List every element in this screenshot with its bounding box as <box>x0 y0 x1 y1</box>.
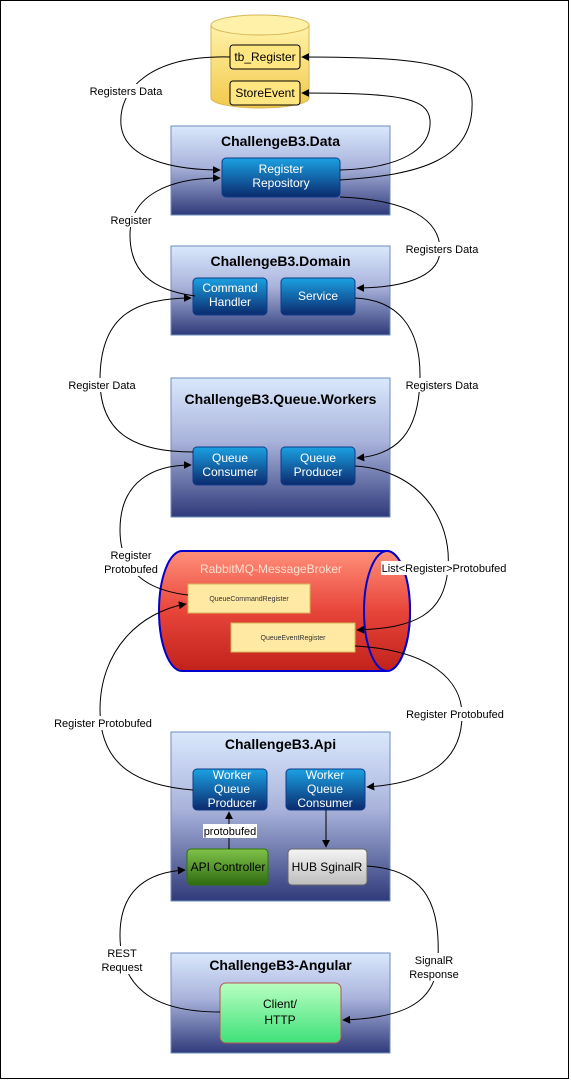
text-line: Command <box>202 281 257 295</box>
text-line: Queue <box>307 782 343 796</box>
client-http-label: Client/HTTP <box>263 997 298 1027</box>
text-line: Client/ <box>263 997 298 1011</box>
text-line: Queue <box>300 451 336 465</box>
label-register-protobufed-api-left: Register Protobufed <box>54 718 152 730</box>
text-line: SignalR <box>415 955 454 967</box>
edge-worker-producer-to-broker <box>99 601 194 791</box>
text-line: Producer <box>208 796 257 810</box>
label-register: Register <box>111 215 152 227</box>
edge-client-to-controller <box>119 866 221 1013</box>
command-handler-box <box>192 277 268 316</box>
label-registers-data-producer: Registers Data <box>406 380 480 392</box>
text-line: HTTP <box>264 1013 295 1027</box>
api-controller-box <box>186 848 269 886</box>
label-list-register-protobufed: List<Register>Protobufed <box>382 563 507 575</box>
layer-data <box>170 125 391 216</box>
table-store-event-label: StoreEvent <box>235 86 295 100</box>
label-registers-data-service: Registers Data <box>406 244 480 256</box>
queue-consumer-box <box>192 446 268 486</box>
text-line: Register <box>111 550 152 562</box>
edge-broker-to-queue-consumer <box>119 461 192 596</box>
register-repository-box <box>221 157 341 198</box>
edge-tb-register-to-repository <box>120 56 231 174</box>
layer-data-title: ChallengeB3.Data <box>221 133 340 149</box>
table-store-event <box>229 80 301 106</box>
label-signalr-response: SignalR Response <box>409 955 459 981</box>
hub-signalr-box <box>287 848 368 886</box>
label-registers-data-db: Registers Data <box>90 86 164 98</box>
text-line: Queue <box>214 782 250 796</box>
client-http-box <box>219 982 342 1044</box>
layer-domain-title: ChallengeB3.Domain <box>210 253 350 269</box>
text-line: Register <box>259 162 304 176</box>
service-label: Service <box>298 289 338 303</box>
api-controller-label: API Controller <box>191 860 266 874</box>
queue-command-register-label: QueueCommandRegister <box>209 596 289 603</box>
text-line: Consumer <box>297 796 352 810</box>
layer-workers-title: ChallengeB3.Queue.Workers <box>185 391 377 407</box>
layer-api-title: ChallengeB3.Api <box>225 736 336 752</box>
queue-command-register-box <box>187 583 311 614</box>
edge-repository-to-storeevent <box>301 89 431 171</box>
text-line: Protobufed <box>104 564 158 576</box>
text-line: Handler <box>209 295 251 309</box>
text-line: Request <box>102 962 143 974</box>
text-line: Repository <box>252 176 309 190</box>
text-line: Worker <box>306 768 344 782</box>
service-box <box>280 277 356 316</box>
label-rest-request: REST Request <box>102 948 143 974</box>
edge-command-handler-to-repository <box>129 174 221 297</box>
label-protobufed: protobufed <box>204 826 257 838</box>
text-line: Service <box>298 289 338 303</box>
text-line: Producer <box>294 465 343 479</box>
text-line: REST <box>107 948 137 960</box>
text-line: Response <box>409 969 459 981</box>
edge-repository-to-tb-register <box>301 53 473 181</box>
text-line: Worker <box>213 768 251 782</box>
queue-event-register-label: QueueEventRegister <box>261 635 327 642</box>
text-line: Consumer <box>202 465 257 479</box>
label-register-protobufed-api-right: Register Protobufed <box>406 709 504 721</box>
broker-title: RabbitMQ-MessageBroker <box>200 562 342 576</box>
queue-event-register-box <box>230 622 356 653</box>
layer-angular-title: ChallengeB3-Angular <box>209 957 352 973</box>
hub-signalr-label: HUB SginalR <box>292 860 363 874</box>
label-register-data: Register Data <box>68 380 136 392</box>
edge-service-to-queue-producer <box>354 297 421 462</box>
table-tb-register-label: tb_Register <box>234 50 295 64</box>
text-line: Queue <box>212 451 248 465</box>
